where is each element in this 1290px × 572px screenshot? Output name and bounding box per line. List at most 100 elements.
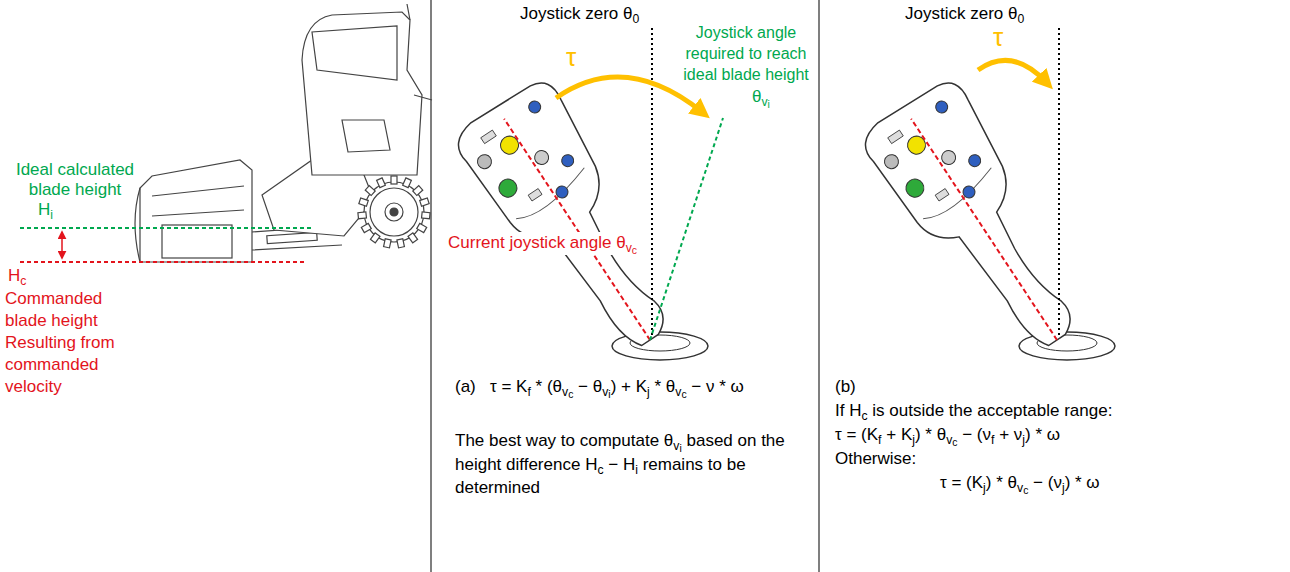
subscript-run: v: [562, 385, 568, 399]
illustration-part: [408, 233, 418, 243]
text-run: τ: [566, 42, 576, 72]
illustration-part: [390, 208, 398, 216]
illustration-part: [422, 212, 431, 219]
annotation-text: Current joystick angle θvc: [445, 232, 640, 255]
text-run: τ = (: [835, 425, 867, 444]
subscript: i: [679, 443, 681, 454]
symbol-base: θ: [666, 377, 675, 396]
height-difference-arrow: [61, 232, 63, 258]
illustration-part: [403, 178, 412, 188]
text-run: − ν * ω: [687, 377, 744, 396]
symbol-base: θ: [623, 4, 632, 23]
illustration-part: [302, 12, 422, 175]
symbol-base: θ: [937, 425, 946, 444]
panel-tag: (a): [455, 376, 476, 397]
height-symbol: Hi: [38, 200, 53, 221]
panel-divider: [430, 0, 432, 572]
symbol-base: θ: [553, 377, 562, 396]
illustration-part: [370, 188, 418, 236]
symbol-base: K: [972, 473, 983, 492]
symbol-base: θ: [664, 431, 673, 450]
symbol-base: H: [38, 200, 50, 219]
text-run: Otherwise:: [835, 449, 916, 468]
illustration-part: [407, 4, 432, 100]
symbol-base: H: [849, 401, 861, 420]
text-run: τ: [993, 22, 1003, 52]
torque-symbol: τ: [993, 22, 1003, 52]
text-run: − (: [1028, 473, 1053, 492]
torque-arrow: [978, 60, 1046, 82]
subscript: c: [952, 437, 957, 448]
subscript: c: [861, 409, 867, 423]
subscript: f: [878, 433, 881, 447]
axis-label: Joystick zero θ0: [905, 3, 1024, 26]
illustration-part: [385, 203, 403, 221]
subscript: vi: [761, 95, 769, 109]
symbol-base: H: [623, 455, 635, 474]
symbol-base: K: [516, 377, 527, 396]
text-run: The best way to computate: [455, 431, 664, 450]
text-run: Commanded blade height Resulting from co…: [5, 289, 115, 396]
text-run: (a): [455, 377, 476, 396]
subscript: vc: [675, 385, 686, 399]
subscript: vc: [1017, 481, 1028, 495]
text-run: τ =: [490, 377, 516, 396]
joystick-drawing: [449, 74, 699, 371]
commanded-height-line: [20, 261, 306, 263]
text-run: − (: [957, 425, 982, 444]
note-text: The best way to computate θvi based on t…: [455, 430, 810, 499]
subscript: c: [20, 274, 26, 288]
text-run: Joystick angle required to reach ideal b…: [683, 24, 808, 83]
subscript: vi: [602, 385, 610, 399]
subscript: c: [632, 245, 637, 256]
text-run: −: [604, 455, 623, 474]
condition-text: If Hc is outside the acceptable range:: [835, 400, 1112, 423]
text-run: ) * ω: [1065, 473, 1100, 492]
subscript: j: [983, 481, 986, 495]
illustration-part: [358, 212, 367, 219]
symbol-base: θ: [1008, 4, 1017, 23]
required-angle-line: [650, 118, 723, 340]
illustration-part: [342, 120, 390, 152]
panel-divider: [818, 0, 820, 572]
subscript: c: [681, 389, 686, 400]
formula: τ = Kf * (θvc − θvi) + Kj * θvc − ν * ω: [490, 376, 744, 399]
condition-text: Otherwise:: [835, 448, 916, 469]
illustration-part: [267, 232, 317, 243]
annotation-text: Commanded blade height Resulting from co…: [5, 288, 127, 398]
symbol-base: θ: [616, 233, 625, 252]
illustration-part: [162, 225, 232, 258]
symbol-base: ν: [1014, 425, 1023, 444]
symbol-base: K: [901, 425, 912, 444]
subscript: j: [647, 385, 650, 399]
text-run: is outside the acceptable range:: [868, 401, 1113, 420]
formula: τ = (Kf + Kj) * θvc − (νf + νj) * ω: [835, 424, 1060, 447]
illustration-part: [377, 178, 386, 188]
height-symbol: Hc: [8, 266, 26, 287]
illustration-part: [397, 239, 405, 248]
text-run: If: [835, 401, 849, 420]
text-run: +: [882, 425, 901, 444]
illustration-part: [312, 26, 397, 80]
subscript: vc: [626, 241, 637, 255]
subscript: f: [527, 385, 530, 399]
ideal-height-line: [20, 227, 312, 229]
subscript: c: [568, 389, 573, 400]
joystick-drawing: [856, 74, 1106, 371]
subscript-run: v: [761, 95, 767, 109]
text-run: (b): [835, 377, 856, 396]
subscript: c: [597, 463, 603, 477]
symbol-base: θ: [593, 377, 602, 396]
subscript-run: v: [1017, 481, 1023, 495]
text-run: * (: [531, 377, 553, 396]
subscript-run: v: [626, 241, 632, 255]
illustration-part: [358, 176, 430, 248]
illustration-part: [420, 198, 429, 206]
subscript-run: v: [675, 385, 681, 399]
illustration-part: [417, 223, 427, 232]
subscript-run: v: [946, 433, 952, 447]
illustration-part: [140, 160, 252, 262]
subscript: 0: [632, 12, 639, 26]
text-run: τ = (: [940, 473, 972, 492]
formula: τ = (Kj) * θvc − (νj) * ω: [940, 472, 1100, 495]
